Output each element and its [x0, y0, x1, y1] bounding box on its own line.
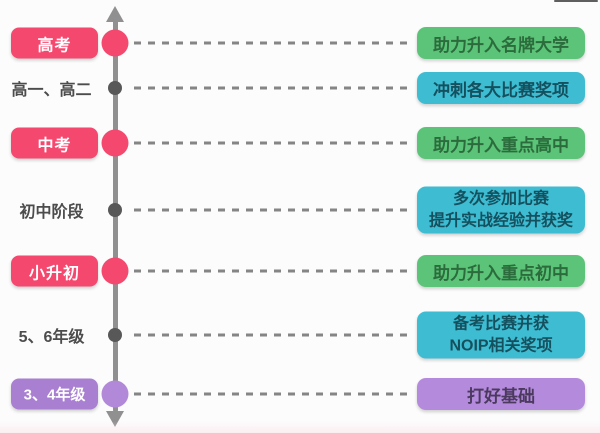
stage-label: 5、6年级	[18, 329, 85, 346]
milestone-text-line: 助力升入重点初中	[433, 263, 569, 283]
timeline-dot	[101, 29, 129, 57]
stage-label: 初中阶段	[19, 204, 84, 221]
milestone-card: 多次参加比赛提升实战经验并获奖	[417, 186, 585, 234]
arrow-up-icon	[106, 6, 124, 22]
milestone-card: 助力升入重点初中	[417, 255, 585, 287]
milestone-text-line: NOIP相关奖项	[449, 337, 553, 354]
milestone-card: 备考比赛并获 NOIP相关奖项	[417, 311, 585, 359]
milestone-card: 冲刺各大比赛奖项	[417, 72, 585, 104]
timeline-dot	[101, 129, 129, 157]
bottom-tint	[0, 421, 600, 433]
arrow-down-icon	[106, 411, 124, 427]
milestone-card: 助力升入名牌大学	[417, 27, 585, 59]
stage-label: 高一、高二	[11, 82, 92, 99]
connector-dashed-line	[134, 333, 414, 337]
timeline-dot	[101, 257, 129, 285]
connector-dashed-line	[134, 41, 414, 45]
milestone-text-line: 冲刺各大比赛奖项	[433, 80, 569, 100]
connector-dashed-line	[134, 208, 414, 212]
milestone-card: 助力升入重点高中	[417, 127, 585, 159]
milestone-card: 打好基础	[417, 378, 585, 410]
stage-badge: 高考	[11, 27, 98, 59]
connector-dashed-line	[134, 86, 414, 90]
timeline-dot	[108, 328, 122, 342]
top-right-line-artifact	[554, 0, 598, 2]
timeline-dot	[108, 81, 122, 95]
milestone-text-line: 备考比赛并获	[452, 315, 549, 333]
stage-badge: 3、4年级	[11, 378, 98, 410]
timeline-dot	[101, 380, 129, 408]
milestone-text-line: 提升实战经验并获奖	[428, 212, 573, 229]
milestone-text-line: 多次参加比赛	[452, 190, 549, 208]
stage-badge: 中考	[11, 127, 98, 159]
timeline-dot	[108, 203, 122, 217]
connector-dashed-line	[134, 392, 414, 396]
milestone-text-line: 助力升入名牌大学	[433, 35, 569, 55]
milestone-text-line: 助力升入重点高中	[433, 135, 569, 155]
milestone-text-line: 打好基础	[467, 386, 535, 406]
stage-badge: 小升初	[11, 255, 98, 287]
connector-dashed-line	[134, 141, 414, 145]
connector-dashed-line	[134, 269, 414, 273]
